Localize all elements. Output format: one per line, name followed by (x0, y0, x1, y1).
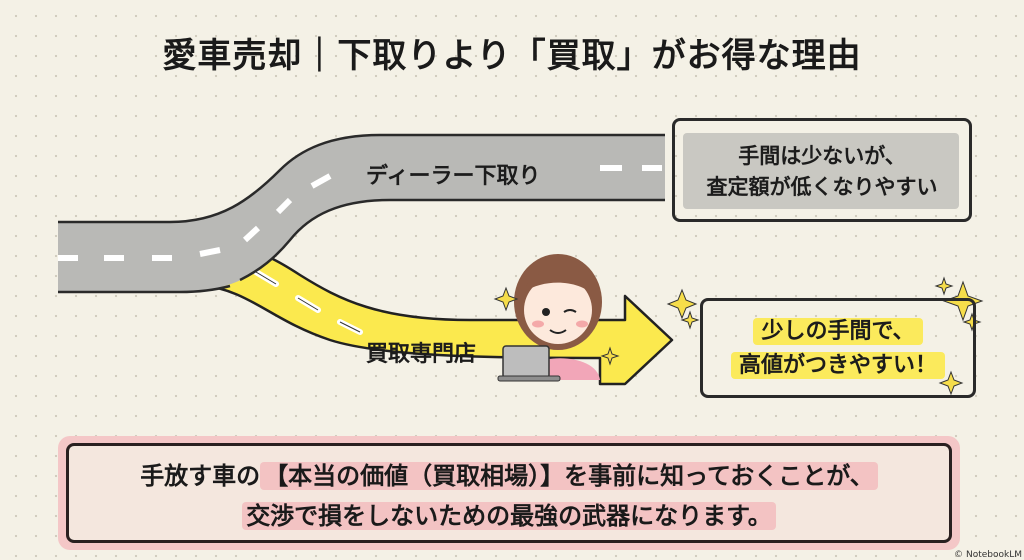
page-title: 愛車売却｜下取りより「買取」がお得な理由 (162, 36, 862, 76)
character-illustration (497, 254, 602, 382)
dealer-callout-line1: 手間は少ないが、 (738, 144, 906, 168)
bottom-message-line1-highlight: 【本当の価値（買取相場）】を事前に知っておくことが、 (260, 462, 878, 490)
buyer-road-arrow (198, 246, 674, 386)
dealer-road-label: ディーラー下取り (366, 164, 541, 189)
dealer-road (58, 133, 665, 294)
buyer-callout-line2: 高値がつきやすい！ (730, 352, 945, 379)
dealer-callout-text: 手間は少ないが、 査定額が低くなりやすい (675, 141, 969, 203)
bottom-message-line1-prefix: 手放す車の (140, 462, 261, 490)
buyer-callout-text: 少しの手間で、 高値がつきやすい！ (703, 315, 973, 383)
buyer-road-label: 買取専門店 (366, 342, 477, 367)
buyer-callout-line1: 少しの手間で、 (753, 318, 923, 345)
dealer-callout-box: 手間は少ないが、 査定額が低くなりやすい (672, 118, 972, 222)
dealer-callout-fill (683, 133, 959, 209)
dealer-callout-line2: 査定額が低くなりやすい (706, 175, 938, 199)
bottom-message-text: 手放す車の【本当の価値（買取相場）】を事前に知っておくことが、 交渉で損をしない… (69, 456, 949, 536)
bottom-message-line2: 交渉で損をしないための最強の武器になります。 (242, 502, 776, 530)
credit-text: © NotebookLM (954, 550, 1022, 560)
bottom-message-box: 手放す車の【本当の価値（買取相場）】を事前に知っておくことが、 交渉で損をしない… (66, 443, 952, 543)
sparkle-icons (493, 276, 984, 396)
buyer-callout-box: 少しの手間で、 高値がつきやすい！ (700, 298, 976, 398)
